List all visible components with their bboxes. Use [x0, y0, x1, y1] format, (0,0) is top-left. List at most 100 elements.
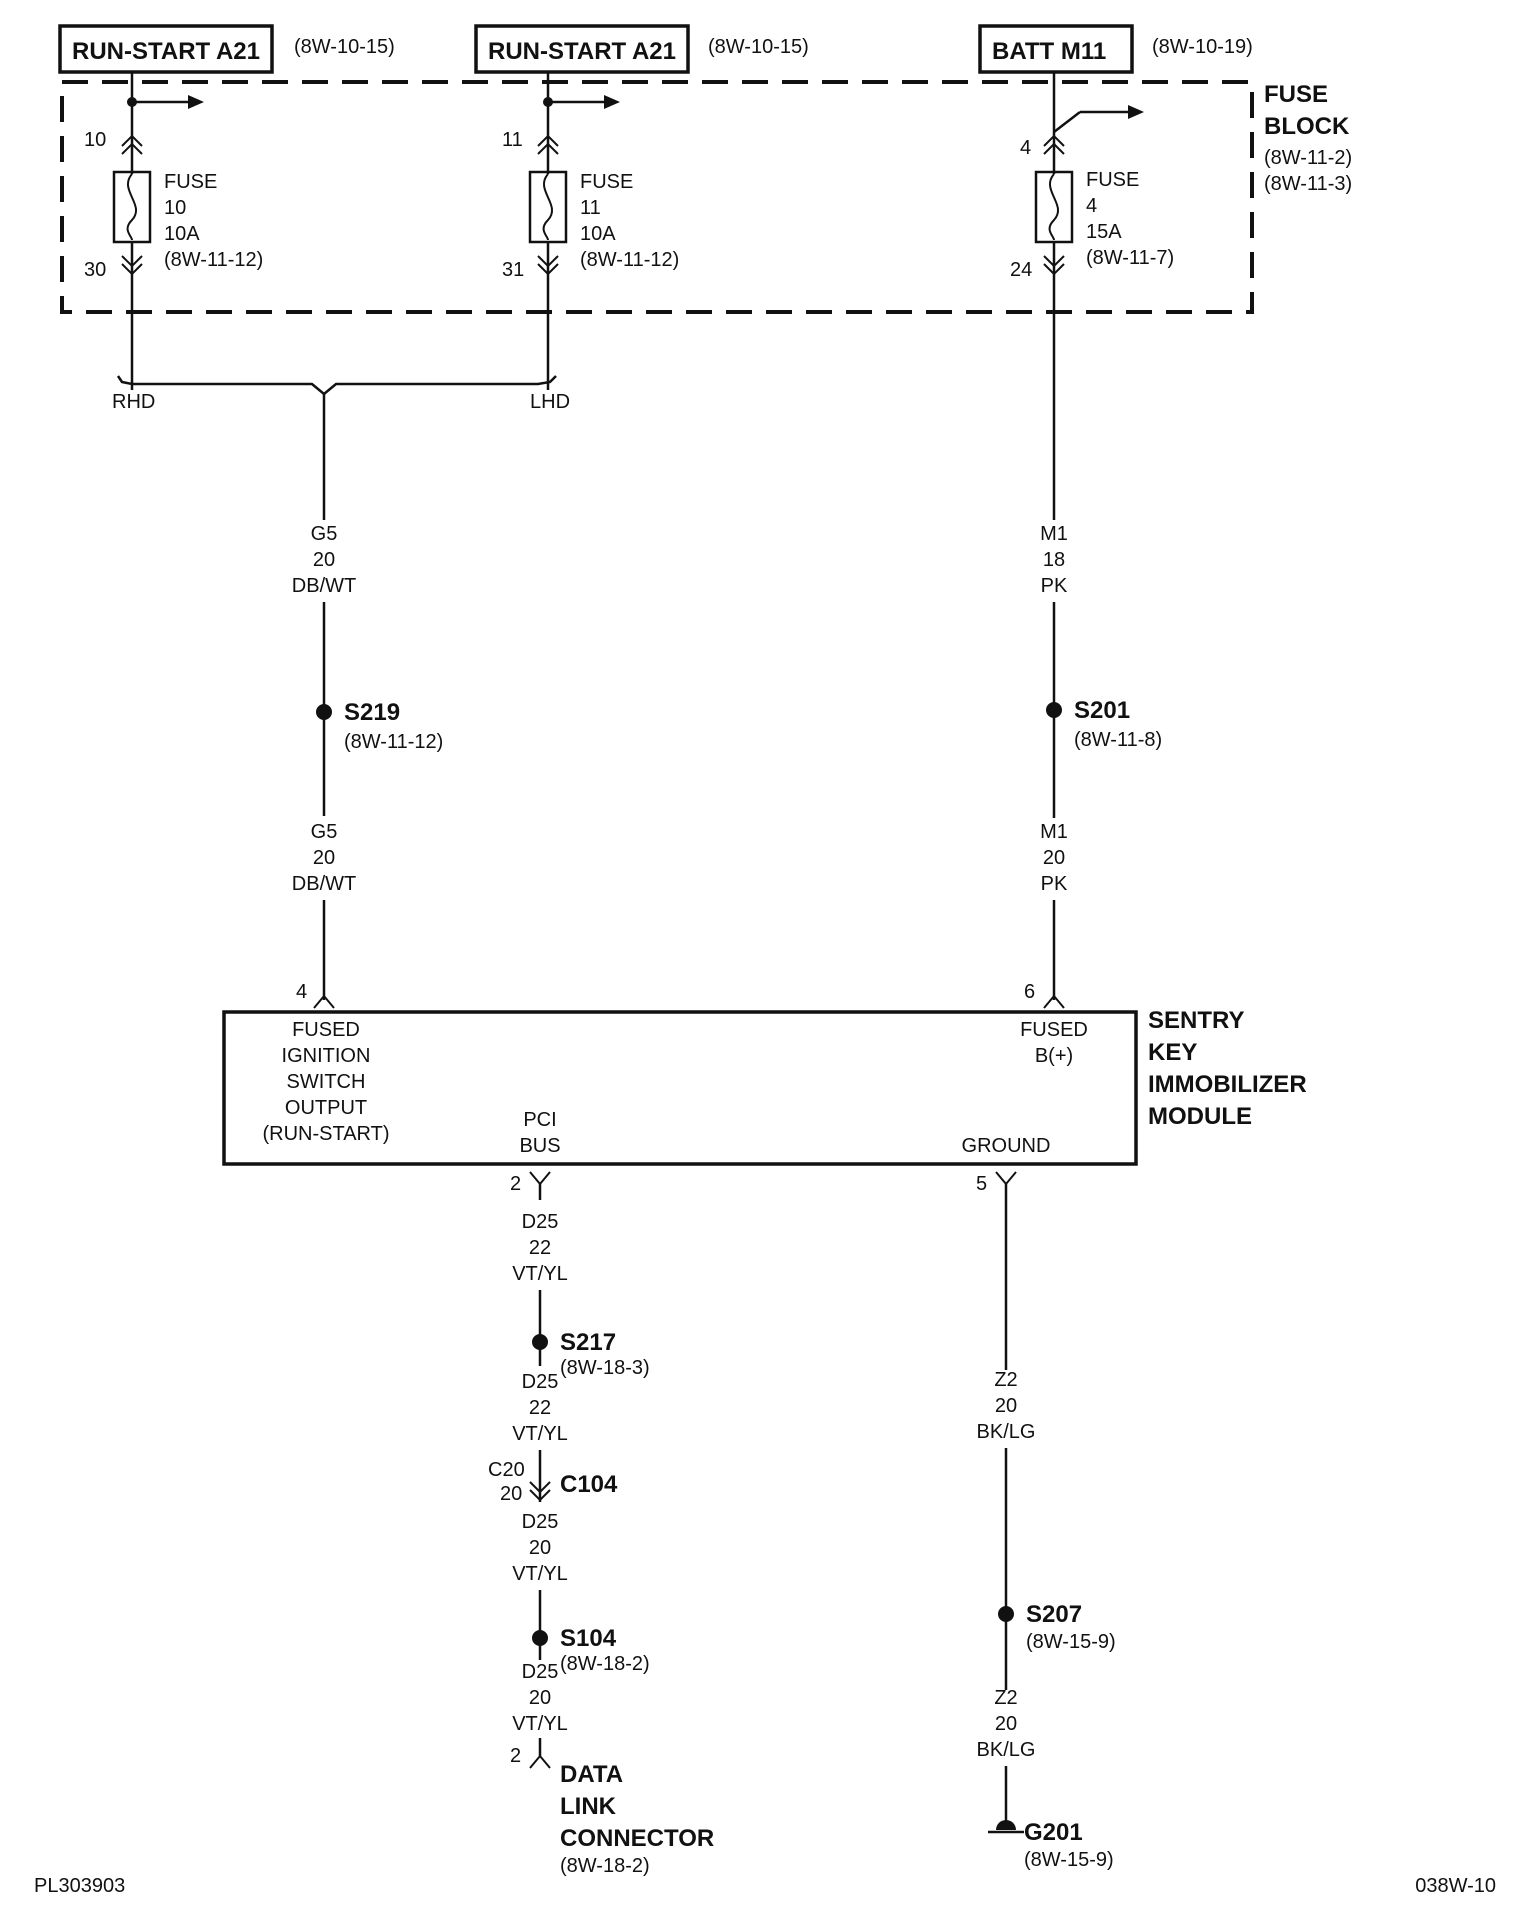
fuse-4: 4 24 FUSE 4 15A (8W-11-7): [1010, 72, 1174, 1000]
fuse-10-in-pin: 10: [84, 129, 106, 151]
s207-name: S207: [1026, 1601, 1082, 1628]
fuse-4-ref: (8W-11-7): [1086, 247, 1174, 269]
dlc-title-3: CONNECTOR: [560, 1825, 714, 1852]
s217-name: S217: [560, 1329, 616, 1356]
d25-b-color: VT/YL: [512, 1423, 568, 1445]
fuse-4-label: FUSE: [1086, 169, 1139, 191]
ignition-label-2: IGNITION: [282, 1045, 371, 1067]
source-run-start-1: RUN-START A21 (8W-10-15): [58, 24, 395, 74]
z2-upper-color: BK/LG: [977, 1421, 1036, 1443]
connector-c104: C20 20 C104: [488, 1459, 618, 1505]
d25-c-gauge: 20: [529, 1537, 551, 1559]
m1-lower-gauge: 20: [1043, 847, 1065, 869]
module-title-4: MODULE: [1148, 1103, 1252, 1130]
pci-label-2: BUS: [519, 1135, 560, 1157]
fuse-11-ref: (8W-11-12): [580, 249, 679, 271]
m1-upper-circuit: M1: [1040, 523, 1068, 545]
d25-a-color: VT/YL: [512, 1263, 568, 1285]
data-link-connector: 2 DATA LINK CONNECTOR (8W-18-2): [510, 1745, 714, 1877]
s104-ref: (8W-18-2): [560, 1653, 650, 1675]
z2-lower-color: BK/LG: [977, 1739, 1036, 1761]
z2-upper-circuit: Z2: [994, 1369, 1017, 1391]
splice-dot-icon: [998, 1606, 1014, 1622]
ground-g201: G201 (8W-15-9): [988, 1819, 1114, 1871]
module-pin-6: 6: [1024, 981, 1065, 1009]
s201-name: S201: [1074, 697, 1130, 724]
pin-4-label: 4: [296, 981, 307, 1003]
s217-ref: (8W-18-3): [560, 1357, 650, 1379]
fuse-10-ref: (8W-11-12): [164, 249, 263, 271]
m1-upper-color: PK: [1041, 575, 1068, 597]
branch-arrow-icon: [1128, 105, 1144, 119]
m1-lower-color: PK: [1041, 873, 1068, 895]
dlc-ref: (8W-18-2): [560, 1855, 650, 1877]
fuse-10-rating: 10A: [164, 223, 200, 245]
batt-label-1: FUSED: [1020, 1019, 1088, 1041]
fuse-4-out-pin: 24: [1010, 259, 1032, 281]
fuse-11-number: 11: [580, 197, 601, 219]
pin-6-label: 6: [1024, 981, 1035, 1003]
ground-symbol-icon: [996, 1820, 1016, 1830]
fuse-11-label: FUSE: [580, 171, 633, 193]
fuse-block-title-2: BLOCK: [1264, 113, 1350, 140]
source-run-start-1-name: RUN-START A21: [72, 38, 260, 65]
g201-name: G201: [1024, 1819, 1083, 1846]
footer-right-code: 038W-10: [1415, 1875, 1496, 1897]
fuse-block-title-1: FUSE: [1264, 81, 1328, 108]
source-batt-m11-name: BATT M11: [992, 38, 1106, 65]
ignition-label-1: FUSED: [292, 1019, 360, 1041]
fuse-block-outline: [60, 80, 1254, 314]
z2-lower-gauge: 20: [995, 1713, 1017, 1735]
fuse-11-in-pin: 11: [502, 129, 523, 151]
fuse-11-rating: 10A: [580, 223, 616, 245]
fuse-10-number: 10: [164, 197, 186, 219]
ignition-label-5: (RUN-START): [262, 1123, 389, 1145]
module-pin-5: 5: [976, 1171, 1017, 1370]
fuse-10-out-pin: 30: [84, 259, 106, 281]
splice-dot-icon: [316, 704, 332, 720]
c104-pin-upper: C20: [488, 1459, 525, 1481]
z2-wire: Z2 20 BK/LG Z2 20 BK/LG: [977, 1369, 1036, 1830]
splice-dot-icon: [1046, 702, 1062, 718]
module-title: SENTRY KEY IMMOBILIZER MODULE: [1148, 1007, 1307, 1130]
fuse-10-label: FUSE: [164, 171, 217, 193]
d25-b-circuit: D25: [522, 1371, 559, 1393]
d25-b-gauge: 22: [529, 1397, 551, 1419]
z2-lower-circuit: Z2: [994, 1687, 1017, 1709]
s219-name: S219: [344, 699, 400, 726]
pin-5-label: 5: [976, 1173, 987, 1195]
sentry-key-immobilizer-module: FUSED IGNITION SWITCH OUTPUT (RUN-START)…: [222, 1010, 1138, 1166]
s201-ref: (8W-11-8): [1074, 729, 1162, 751]
lhd-label: LHD: [530, 391, 570, 413]
ignition-label-4: OUTPUT: [285, 1097, 367, 1119]
s219-ref: (8W-11-12): [344, 731, 443, 753]
dlc-title-2: LINK: [560, 1793, 617, 1820]
g5-lower-gauge: 20: [313, 847, 335, 869]
dlc-title-1: DATA: [560, 1761, 623, 1788]
d25-wire: D25 22 VT/YL D25 22 VT/YL D25 20 VT/YL D…: [512, 1211, 568, 1756]
d25-d-color: VT/YL: [512, 1713, 568, 1735]
branch-arrow-icon: [604, 95, 620, 109]
d25-c-color: VT/YL: [512, 1563, 568, 1585]
rhd-label: RHD: [112, 391, 155, 413]
d25-d-gauge: 20: [529, 1687, 551, 1709]
splice-s104: S104 (8W-18-2): [532, 1625, 650, 1675]
g5-lower-circuit: G5: [311, 821, 338, 843]
fuse-4-rating: 15A: [1086, 221, 1122, 243]
d25-c-circuit: D25: [522, 1511, 559, 1533]
g5-wire: G5 20 DB/WT G5 20 DB/WT: [292, 394, 356, 1000]
fuse-11: 11 31 FUSE 11 10A (8W-11-12): [502, 72, 679, 390]
fuse-11-out-pin: 31: [502, 259, 524, 281]
fuse-block-label: FUSE BLOCK (8W-11-2) (8W-11-3): [1264, 81, 1352, 195]
d25-a-circuit: D25: [522, 1211, 559, 1233]
source-batt-m11: BATT M11 (8W-10-19): [978, 24, 1253, 74]
g5-upper-color: DB/WT: [292, 575, 356, 597]
fuse-block-ref-2: (8W-11-3): [1264, 173, 1352, 195]
footer-left-code: PL303903: [34, 1875, 125, 1897]
splice-s219: S219 (8W-11-12): [316, 699, 443, 753]
c104-pin-lower: 20: [500, 1483, 522, 1505]
module-pin-2: 2: [510, 1171, 551, 1200]
splice-dot-icon: [532, 1334, 548, 1350]
rhd-lhd-bracket: RHD LHD: [112, 375, 570, 413]
